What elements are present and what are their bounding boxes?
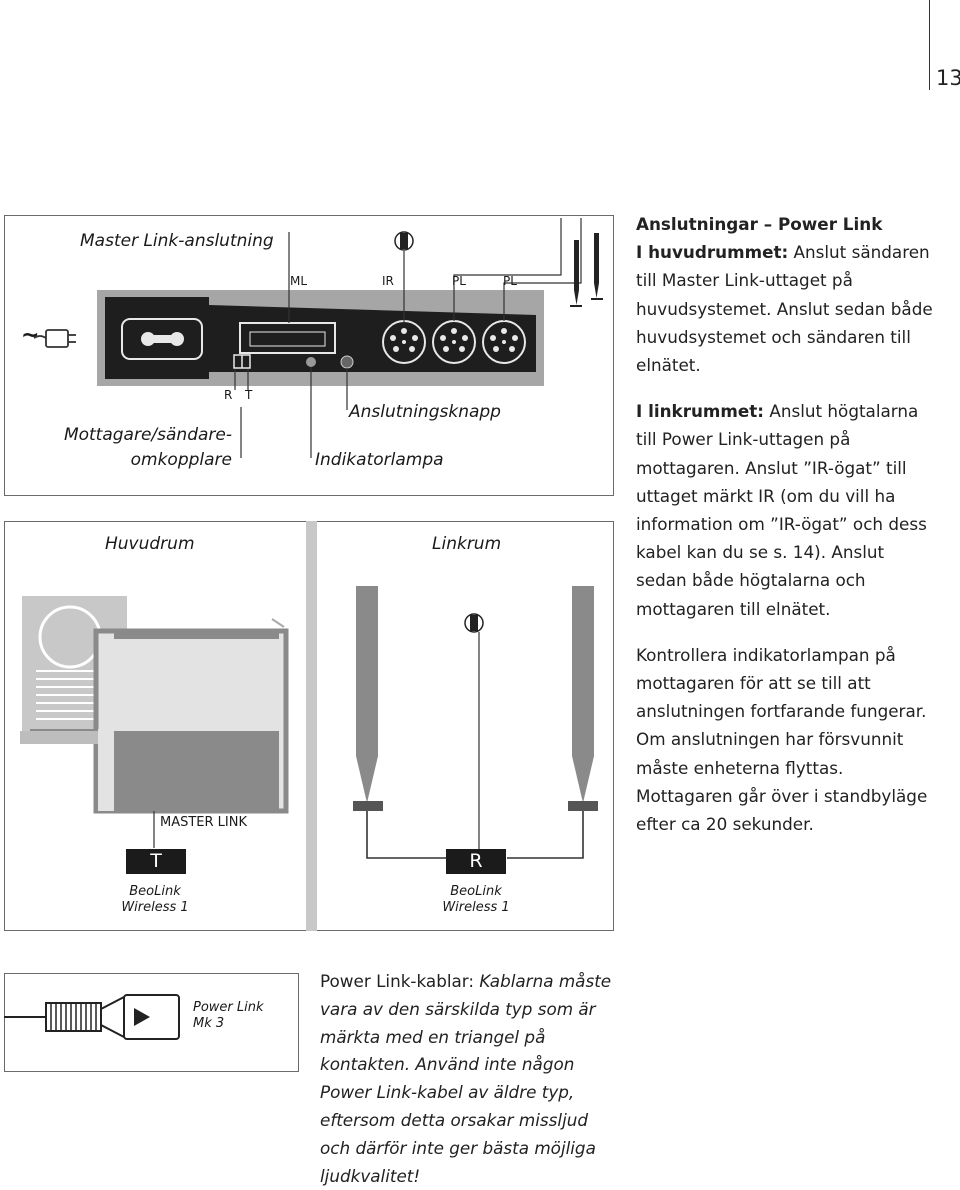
main-room-label: Huvudrum [105,534,195,554]
switch-label-r: R [224,388,233,402]
switch-caption: Mottagare/sändare- omkopplare [63,425,232,470]
page-number: 13 [936,66,960,90]
indicator-instruction: Kontrollera indikatorlampan på mottagare… [636,644,928,835]
cable-note-text: Kablarna måste vara av den särskilda typ… [320,971,612,1186]
page-rule [929,0,930,90]
lamp-caption: Indikatorlampa [315,450,444,470]
pl-socket-label-1: PL [452,274,466,288]
connection-panel-drawing [33,218,603,458]
power-link-mk3-label: Power Link Mk 3 [193,1000,264,1031]
main-room-lead: I huvudrummet: [636,242,789,263]
connection-panel-figure: Master Link-anslutning ML IR PL PL ~ R T… [4,215,614,496]
receiver-tag: R [446,849,506,874]
ir-socket-label: IR [382,274,394,288]
ml-socket-label: ML [290,274,308,288]
button-caption: Anslutningsknapp [349,402,501,422]
rooms-figure: Huvudrum Linkrum MASTER LINK T R BeoLink… [4,521,614,931]
link-room-text: Anslut högtalarna till Power Link-uttage… [636,401,927,619]
master-link-label: MASTER LINK [160,815,248,830]
master-link-connection-title: Master Link-anslutning [80,231,274,251]
beolink-receiver-label: BeoLink Wireless 1 [442,884,510,915]
transmitter-tag: T [126,849,186,874]
main-room-text: Anslut sändaren till Master Link-uttaget… [636,242,933,376]
instructions-heading: Anslutningar – Power Link [636,214,883,234]
switch-label-t: T [245,388,253,402]
link-room-label: Linkrum [432,534,502,554]
pl-socket-label-2: PL [503,274,517,288]
rooms-drawing [20,521,598,931]
cable-figure: Power Link Mk 3 [4,973,299,1072]
beolink-transmitter-label: BeoLink Wireless 1 [121,884,189,915]
mains-symbol: ~ [21,323,40,348]
instructions-column: Anslutningar – Power Link I huvudrummet:… [636,210,936,838]
power-link-plug-drawing [4,994,180,1040]
cable-note-heading: Power Link-kablar: [320,971,475,991]
main-room-instruction: I huvudrummet: Anslut sändaren till Mast… [636,238,936,379]
link-room-lead: I linkrummet: [636,401,765,422]
link-room-instruction: I linkrummet: Anslut högtalarna till Pow… [636,397,936,623]
cable-note: Power Link-kablar: Kablarna måste vara a… [320,968,620,1190]
